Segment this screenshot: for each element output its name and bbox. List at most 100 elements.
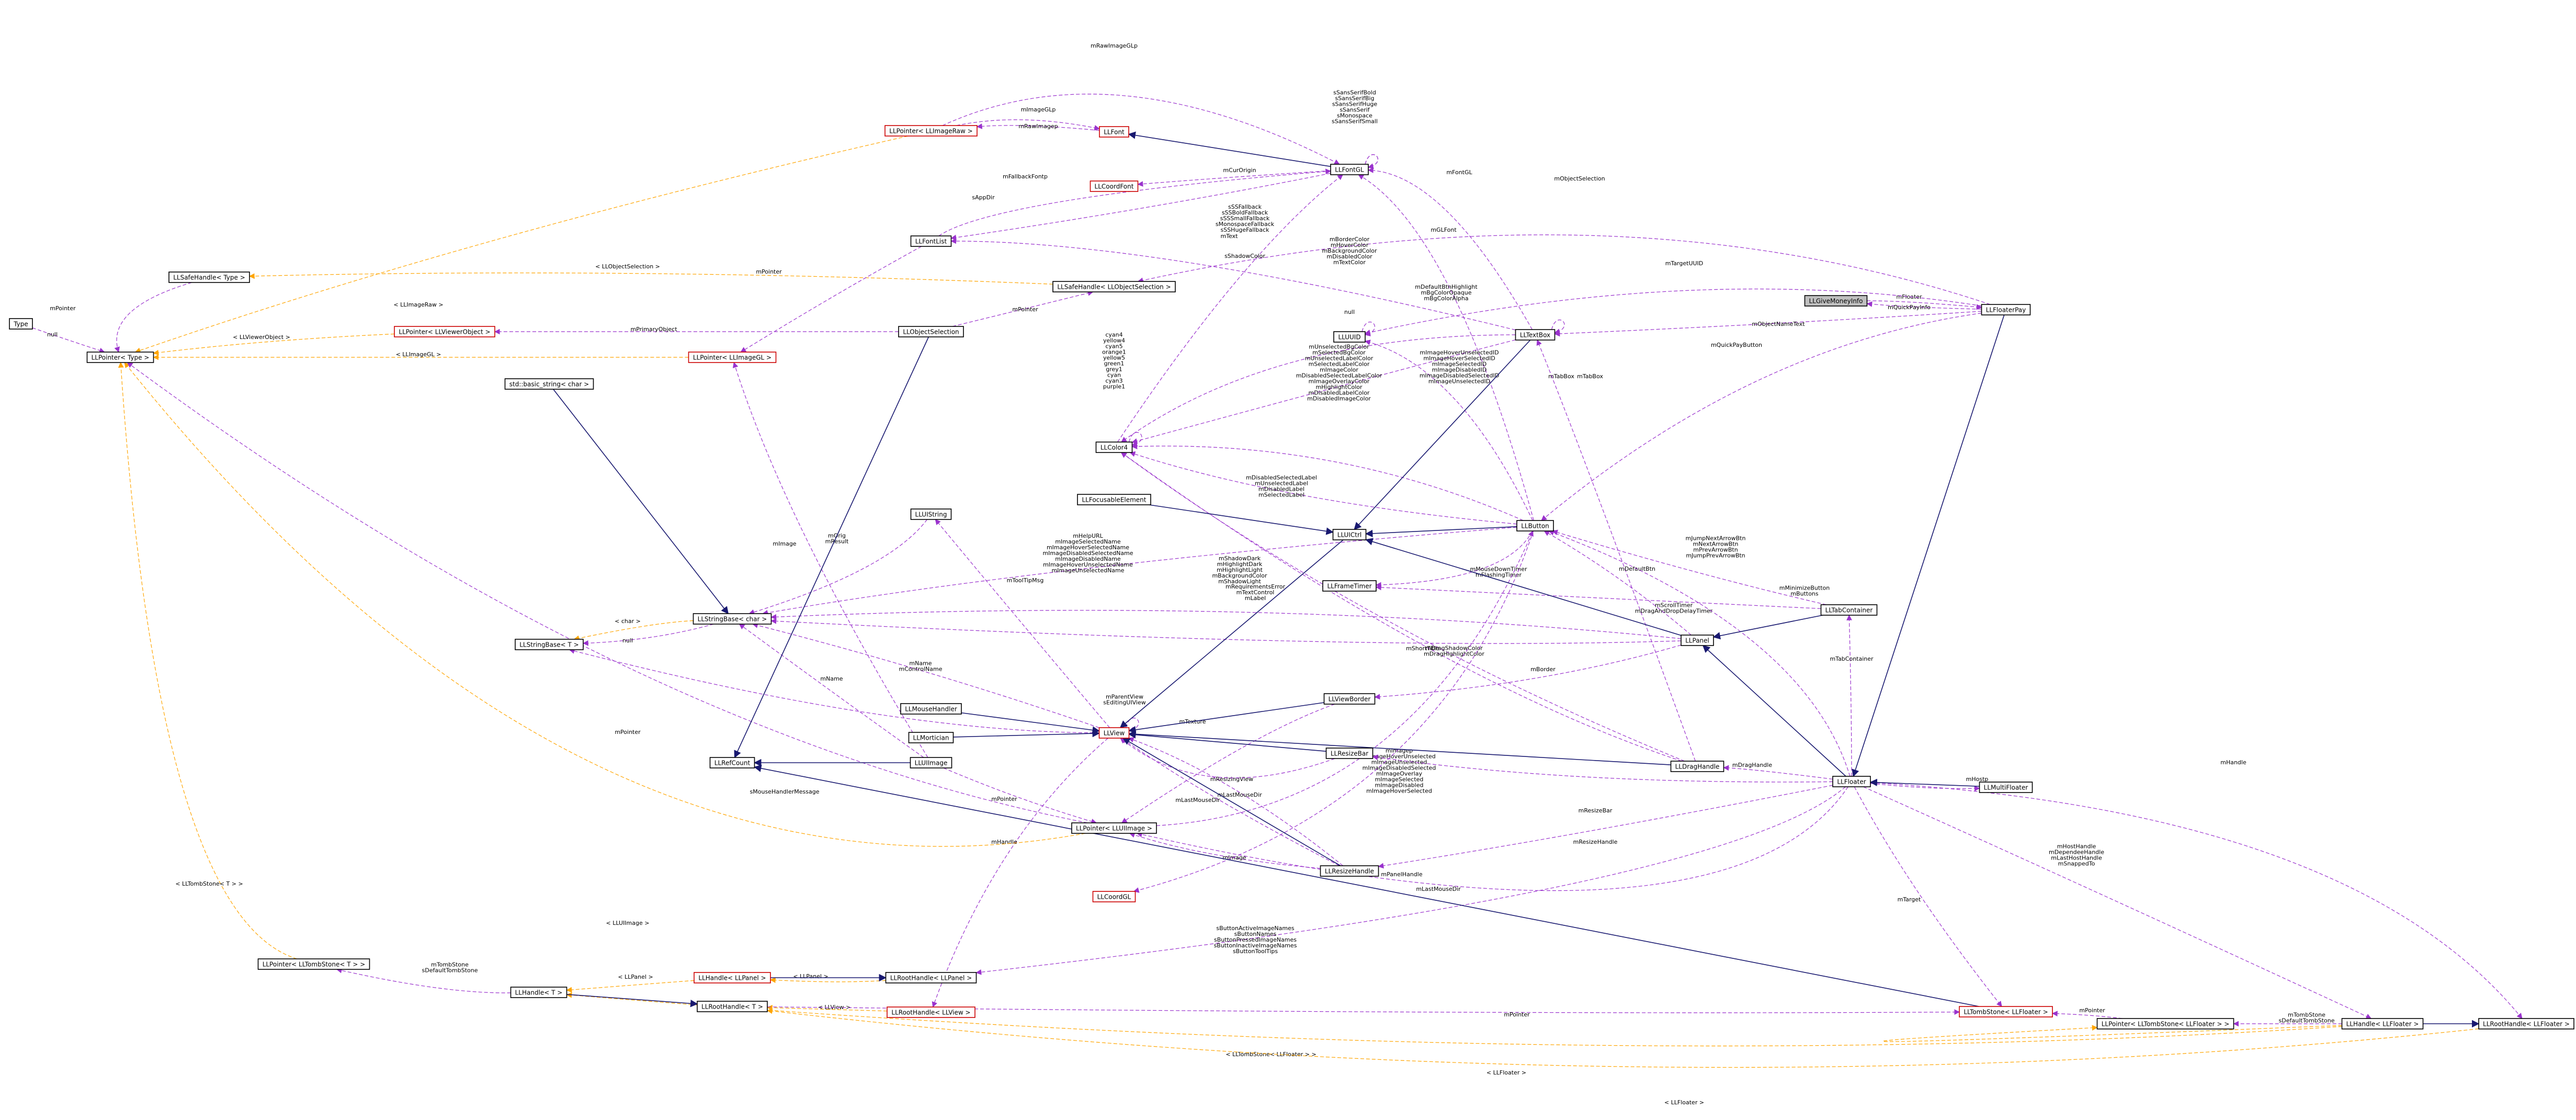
class-node-llpointertombstonet[interactable]: LLPointer< LLTombStone< T > > bbox=[257, 958, 370, 970]
edge-label: < char > bbox=[615, 618, 641, 625]
edge-member: mUnselectedBgColormSelectedBgColormUnsel… bbox=[1131, 344, 1524, 521]
node-box bbox=[1322, 580, 1377, 592]
edge-label: mPointer bbox=[1504, 1011, 1530, 1018]
class-node-llroothandlet[interactable]: LLRootHandle< T > bbox=[697, 1001, 768, 1012]
class-node-llcoordfont[interactable]: LLCoordFont bbox=[1090, 180, 1139, 192]
class-node-llroothandlellpanel[interactable]: LLRootHandle< LLPanel > bbox=[885, 972, 977, 983]
class-node-llroothandlellfloater[interactable]: LLRootHandle< LLFloater > bbox=[2478, 1018, 2574, 1030]
edge-label: mImageHoverUnselectedName bbox=[1043, 561, 1133, 568]
class-node-llpointeruiimage[interactable]: LLPointer< LLUIImage > bbox=[1071, 822, 1157, 834]
edge-path bbox=[127, 362, 1088, 823]
class-node-llmortician[interactable]: LLMortician bbox=[908, 732, 954, 743]
class-node-llobjectselection[interactable]: LLObjectSelection bbox=[898, 326, 964, 337]
class-node-llfontgl[interactable]: LLFontGL bbox=[1330, 164, 1369, 175]
class-node-llpointerviewerobject[interactable]: LLPointer< LLViewerObject > bbox=[394, 326, 495, 337]
class-node-llbutton[interactable]: LLButton bbox=[1516, 520, 1554, 531]
class-node-llframetimer[interactable]: LLFrameTimer bbox=[1322, 580, 1377, 592]
class-node-llpointertype[interactable]: LLPointer< Type > bbox=[86, 352, 154, 363]
node-label: LLStringBase< T > bbox=[519, 641, 578, 649]
edge-label: mHoverColor bbox=[1331, 242, 1369, 248]
class-node-lluuid[interactable]: LLUUID bbox=[1333, 331, 1366, 343]
class-node-llpointerimagegl[interactable]: LLPointer< LLImageGL > bbox=[688, 352, 777, 363]
edge-label: mHandle bbox=[991, 839, 1017, 845]
class-node-llpointerimageraw[interactable]: LLPointer< LLImageRaw > bbox=[884, 125, 978, 137]
node-label: LLSafeHandle< Type > bbox=[173, 274, 245, 281]
class-node-llstringbasechar[interactable]: LLStringBase< char > bbox=[693, 613, 772, 625]
edge-path bbox=[1121, 452, 1682, 762]
edge-label: < LLViewerObject > bbox=[233, 334, 290, 341]
class-node-lluiimage[interactable]: LLUIImage bbox=[910, 757, 952, 768]
class-node-llview[interactable]: LLView bbox=[1098, 727, 1130, 739]
edge-tmpl: < LLFloater > bbox=[766, 1008, 2479, 1106]
edge-label: < LLTombStone< T > > bbox=[175, 880, 243, 887]
class-node-lltabcontainer[interactable]: LLTabContainer bbox=[1820, 604, 1878, 616]
node-box bbox=[1515, 329, 1556, 341]
edge-label: mHostp bbox=[1966, 776, 1989, 783]
class-node-type[interactable]: Type bbox=[9, 318, 33, 330]
class-node-llhandlellfloater[interactable]: LLHandle< LLFloater > bbox=[2341, 1018, 2424, 1030]
edge-label: mShadowDark bbox=[1219, 555, 1261, 562]
class-node-llroothandlellview[interactable]: LLRootHandle< LLView > bbox=[887, 1006, 975, 1018]
class-node-llresizehandle[interactable]: LLResizeHandle bbox=[1320, 865, 1379, 877]
class-node-llfontlist[interactable]: LLFontList bbox=[910, 235, 952, 247]
edge-label: mImageDisabledID bbox=[1432, 367, 1487, 374]
edge-label: mImageDisabledName bbox=[1055, 556, 1121, 562]
class-node-lltextbox[interactable]: LLTextBox bbox=[1515, 329, 1556, 341]
class-node-lltombstonellfloater[interactable]: LLTombStone< LLFloater > bbox=[1959, 1006, 2053, 1017]
class-node-llpointertombstonefloater[interactable]: LLPointer< LLTombStone< LLFloater > > bbox=[2096, 1018, 2234, 1030]
class-node-llfloater[interactable]: LLFloater bbox=[1832, 776, 1871, 787]
edge-label: sSansSerifBig bbox=[1335, 95, 1375, 102]
edge-label: cyan3 bbox=[1105, 378, 1122, 384]
node-label: LLRootHandle< LLFloater > bbox=[2483, 1021, 2570, 1028]
class-node-llhandlet[interactable]: LLHandle< T > bbox=[510, 987, 568, 998]
class-node-llviewborder[interactable]: LLViewBorder bbox=[1323, 693, 1376, 705]
edge-inherit bbox=[1869, 778, 1980, 787]
class-node-lluictrl[interactable]: LLUICtrl bbox=[1332, 529, 1367, 540]
class-node-llstringbaset[interactable]: LLStringBase< T > bbox=[515, 639, 584, 650]
class-node-llsafehandletype[interactable]: LLSafeHandle< Type > bbox=[168, 271, 250, 283]
class-node-llhandlellpanel[interactable]: LLHandle< LLPanel > bbox=[694, 972, 771, 983]
edge-label: green1 bbox=[1104, 360, 1125, 367]
edge-path bbox=[1870, 783, 1980, 791]
edge-label: mImageGLp bbox=[1021, 106, 1056, 113]
edge-label: < LLImageRaw > bbox=[393, 301, 443, 308]
edge-inherit bbox=[734, 336, 929, 759]
class-node-llfloaterpay[interactable]: LLFloaterPay bbox=[1981, 304, 2031, 315]
class-node-llfocusableelement[interactable]: LLFocusableElement bbox=[1077, 494, 1151, 505]
edge-label: null bbox=[622, 637, 633, 644]
class-node-llmultifloater[interactable]: LLMultiFloater bbox=[1979, 782, 2033, 793]
edge-path bbox=[1119, 539, 1344, 728]
edge-member: mHostp bbox=[1870, 776, 1989, 791]
edge-label: mObjectSelection bbox=[1554, 175, 1605, 182]
edge-member: mObjectNameText bbox=[1554, 311, 1982, 337]
node-label: LLHandle< LLPanel > bbox=[698, 975, 766, 982]
edge-label: mImageDisabled bbox=[1375, 782, 1424, 789]
class-node-llcoordgl[interactable]: LLCoordGL bbox=[1092, 891, 1136, 902]
edge-member: mLastMouseDir bbox=[1121, 738, 1340, 866]
node-label: LLTabContainer bbox=[1825, 607, 1873, 614]
class-node-lldraghandle[interactable]: LLDragHandle bbox=[1670, 761, 1724, 772]
class-node-lluistring[interactable]: LLUIString bbox=[910, 508, 952, 520]
class-node-llfont[interactable]: LLFont bbox=[1099, 126, 1129, 138]
class-node-llpanel[interactable]: LLPanel bbox=[1681, 635, 1714, 646]
edge-label: < LLFloater > bbox=[1486, 1069, 1526, 1076]
edge-label: sMonospaceFallback bbox=[1216, 221, 1275, 228]
class-node-llresizebar[interactable]: LLResizeBar bbox=[1325, 748, 1374, 759]
edge-label: mObjectNameText bbox=[1752, 321, 1805, 327]
class-node-stdbasicstring[interactable]: std::basic_string< char > bbox=[504, 378, 594, 390]
edge-path bbox=[952, 290, 1094, 327]
class-node-llrefcount[interactable]: LLRefCount bbox=[709, 757, 755, 768]
edge-label: mDisabledColor bbox=[1326, 253, 1372, 260]
edge-label: mResizeHandle bbox=[1573, 839, 1618, 845]
edge-tmpl: < LLObjectSelection > bbox=[248, 263, 1053, 285]
class-node-llgivemoneyinfo[interactable]: LLGiveMoneyInfo bbox=[1804, 295, 1868, 307]
class-node-llmousehandler[interactable]: LLMouseHandler bbox=[900, 703, 962, 715]
class-node-llcolor4[interactable]: LLColor4 bbox=[1095, 442, 1133, 453]
edge-inherit bbox=[953, 729, 1100, 738]
class-node-llsafehandleobjsel[interactable]: LLSafeHandle< LLObjectSelection > bbox=[1052, 281, 1176, 292]
edge-path bbox=[1365, 526, 1517, 538]
node-label: LLUIString bbox=[915, 511, 947, 518]
node-box bbox=[898, 326, 964, 337]
edge-path bbox=[1129, 832, 1321, 869]
node-label: LLButton bbox=[1521, 523, 1549, 530]
